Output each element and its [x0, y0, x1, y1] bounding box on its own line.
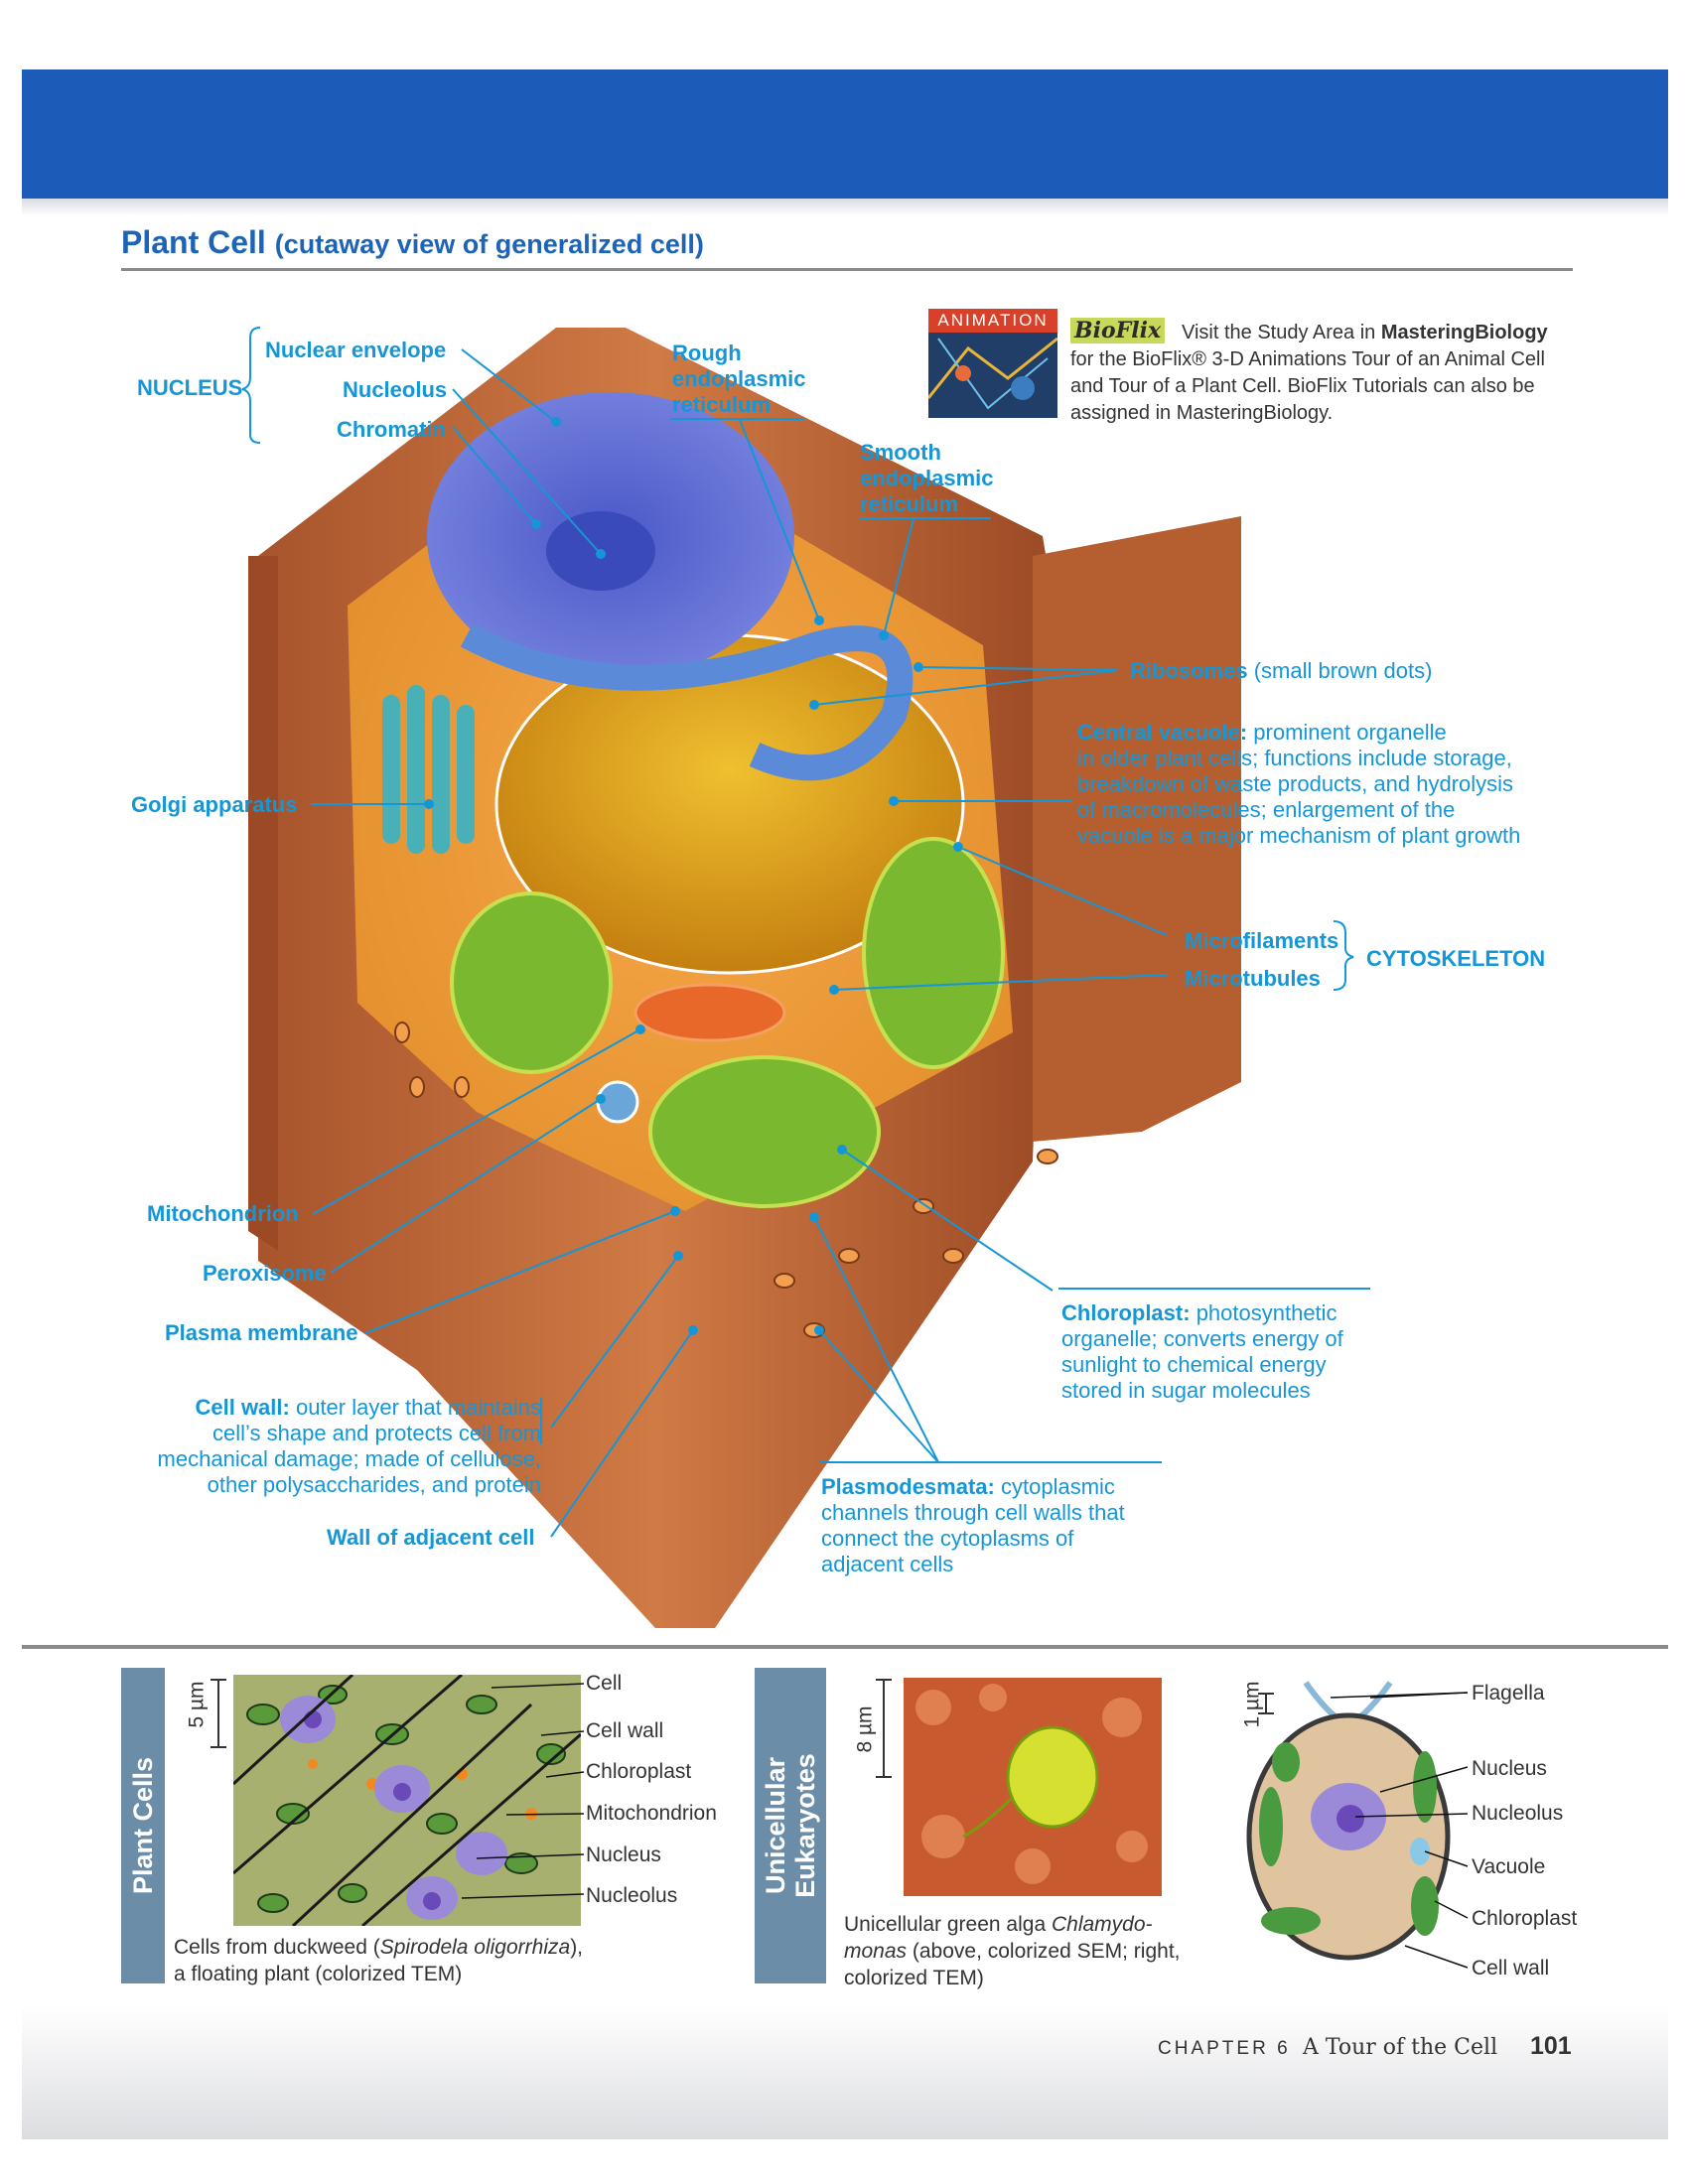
- label-nuclear-envelope: Nuclear envelope: [265, 338, 447, 362]
- bioflix-line1: Visit the Study Area in: [1182, 322, 1376, 343]
- scale-bar-1um: [1258, 1693, 1274, 1714]
- scale-5um: 5 µm: [185, 1681, 209, 1728]
- label-cell-wall: Cell wall: outer layer that maintains ce…: [157, 1395, 541, 1497]
- plant-label-nucleolus: Nucleolus: [586, 1884, 678, 1907]
- label-chloroplast: Chloroplast: photosynthetic organelle; c…: [1061, 1300, 1343, 1403]
- label-plasma-membrane: Plasma membrane: [165, 1320, 358, 1345]
- bioflix-line1-bold[interactable]: MasteringBiology: [1380, 322, 1548, 343]
- chlamydomonas-sem-image: [904, 1678, 1162, 1896]
- uni-label-vacuole: Vacuole: [1472, 1855, 1546, 1878]
- plant-label-cell: Cell: [586, 1672, 623, 1695]
- plant-leader-lines: [461, 1683, 585, 1899]
- plant-label-cell-wall: Cell wall: [586, 1719, 664, 1742]
- label-nucleus-group: NUCLEUS: [137, 375, 243, 400]
- title-main: Plant Cell: [121, 224, 266, 260]
- golgi-shape: [382, 685, 475, 854]
- label-mitochondrion: Mitochondrion: [147, 1201, 299, 1226]
- label-plasmodesmata: Plasmodesmata: cytoplasmic channels thro…: [821, 1474, 1125, 1576]
- uni-label-nucleus: Nucleus: [1472, 1757, 1547, 1780]
- label-wall-adjacent: Wall of adjacent cell: [327, 1525, 535, 1550]
- bioflix-logo: BioFlix: [1070, 318, 1166, 343]
- adjacent-wall-right: [1033, 516, 1241, 1142]
- duckweed-tem-image: [233, 1675, 581, 1926]
- title-sub: (cutaway view of generalized cell): [274, 229, 704, 259]
- scale-bar-5um: [211, 1679, 226, 1748]
- sidebar-plant-cells-label: Plant Cells: [128, 1756, 158, 1895]
- label-cytoskeleton: CYTOSKELETON: [1366, 946, 1546, 971]
- plant-cell-illustration: [241, 327, 1370, 1628]
- uni-label-nucleolus: Nucleolus: [1472, 1802, 1564, 1825]
- plant-label-chloroplast: Chloroplast: [586, 1760, 692, 1783]
- header-band: [22, 69, 1668, 199]
- label-microfilaments: Microfilaments: [1185, 928, 1339, 953]
- uni-label-cell-wall: Cell wall: [1472, 1957, 1550, 1979]
- chlamydomonas-tem-image: [1246, 1681, 1469, 1969]
- label-central-vacuole: Central vacuole: prominent organelle in …: [1077, 720, 1521, 848]
- plant-label-mitochondrion: Mitochondrion: [586, 1802, 717, 1825]
- footer-title: A Tour of the Cell: [1303, 2035, 1498, 2060]
- bioflix-line4: assigned in MasteringBiology.: [1070, 402, 1334, 424]
- chloroplast-shape-3: [648, 1055, 881, 1208]
- animation-tag: ANIMATION: [928, 309, 1057, 333]
- uni-caption: Unicellular green alga Chlamydo- monas (…: [844, 1913, 1181, 1989]
- label-peroxisome: Peroxisome: [203, 1261, 327, 1286]
- figure-title: Plant Cell (cutaway view of generalized …: [121, 224, 704, 261]
- label-chromatin: Chromatin: [337, 417, 446, 442]
- label-ribosomes: Ribosomes (small brown dots): [1130, 658, 1433, 683]
- chloroplast-shape-2: [862, 837, 1005, 1069]
- footer-chapter: CHAPTER 6: [1158, 2038, 1291, 2059]
- chloroplast-shape-1: [450, 891, 613, 1074]
- bioflix-line3: and Tour of a Plant Cell. BioFlix Tutori…: [1070, 375, 1535, 397]
- er-shape: [460, 623, 914, 781]
- footer-band: [22, 2005, 1668, 2139]
- page-number: 101: [1530, 2032, 1572, 2060]
- sidebar-plant-cells: Plant Cells: [121, 1668, 165, 1983]
- adjacent-wall-left: [248, 556, 278, 1251]
- mitochondrion-shape: [633, 983, 786, 1042]
- label-golgi: Golgi apparatus: [131, 792, 298, 817]
- plant-label-nucleus: Nucleus: [586, 1843, 661, 1866]
- bioflix-line2: for the BioFlix® 3-D Animations Tour of …: [1070, 348, 1545, 370]
- scale-bar-8um: [876, 1679, 892, 1778]
- header-shadow: [22, 199, 1668, 216]
- plant-caption: Cells from duckweed (Spirodela oligorrhi…: [174, 1936, 584, 1985]
- section-rule: [22, 1645, 1668, 1649]
- label-microtubules: Microtubules: [1185, 966, 1321, 991]
- uni-label-flagella: Flagella: [1472, 1682, 1545, 1705]
- label-nucleolus: Nucleolus: [343, 377, 448, 402]
- title-rule: [121, 268, 1573, 271]
- uni-label-chloroplast: Chloroplast: [1472, 1907, 1578, 1930]
- bioflix-text: Visit the Study Area in MasteringBiology…: [1070, 320, 1587, 427]
